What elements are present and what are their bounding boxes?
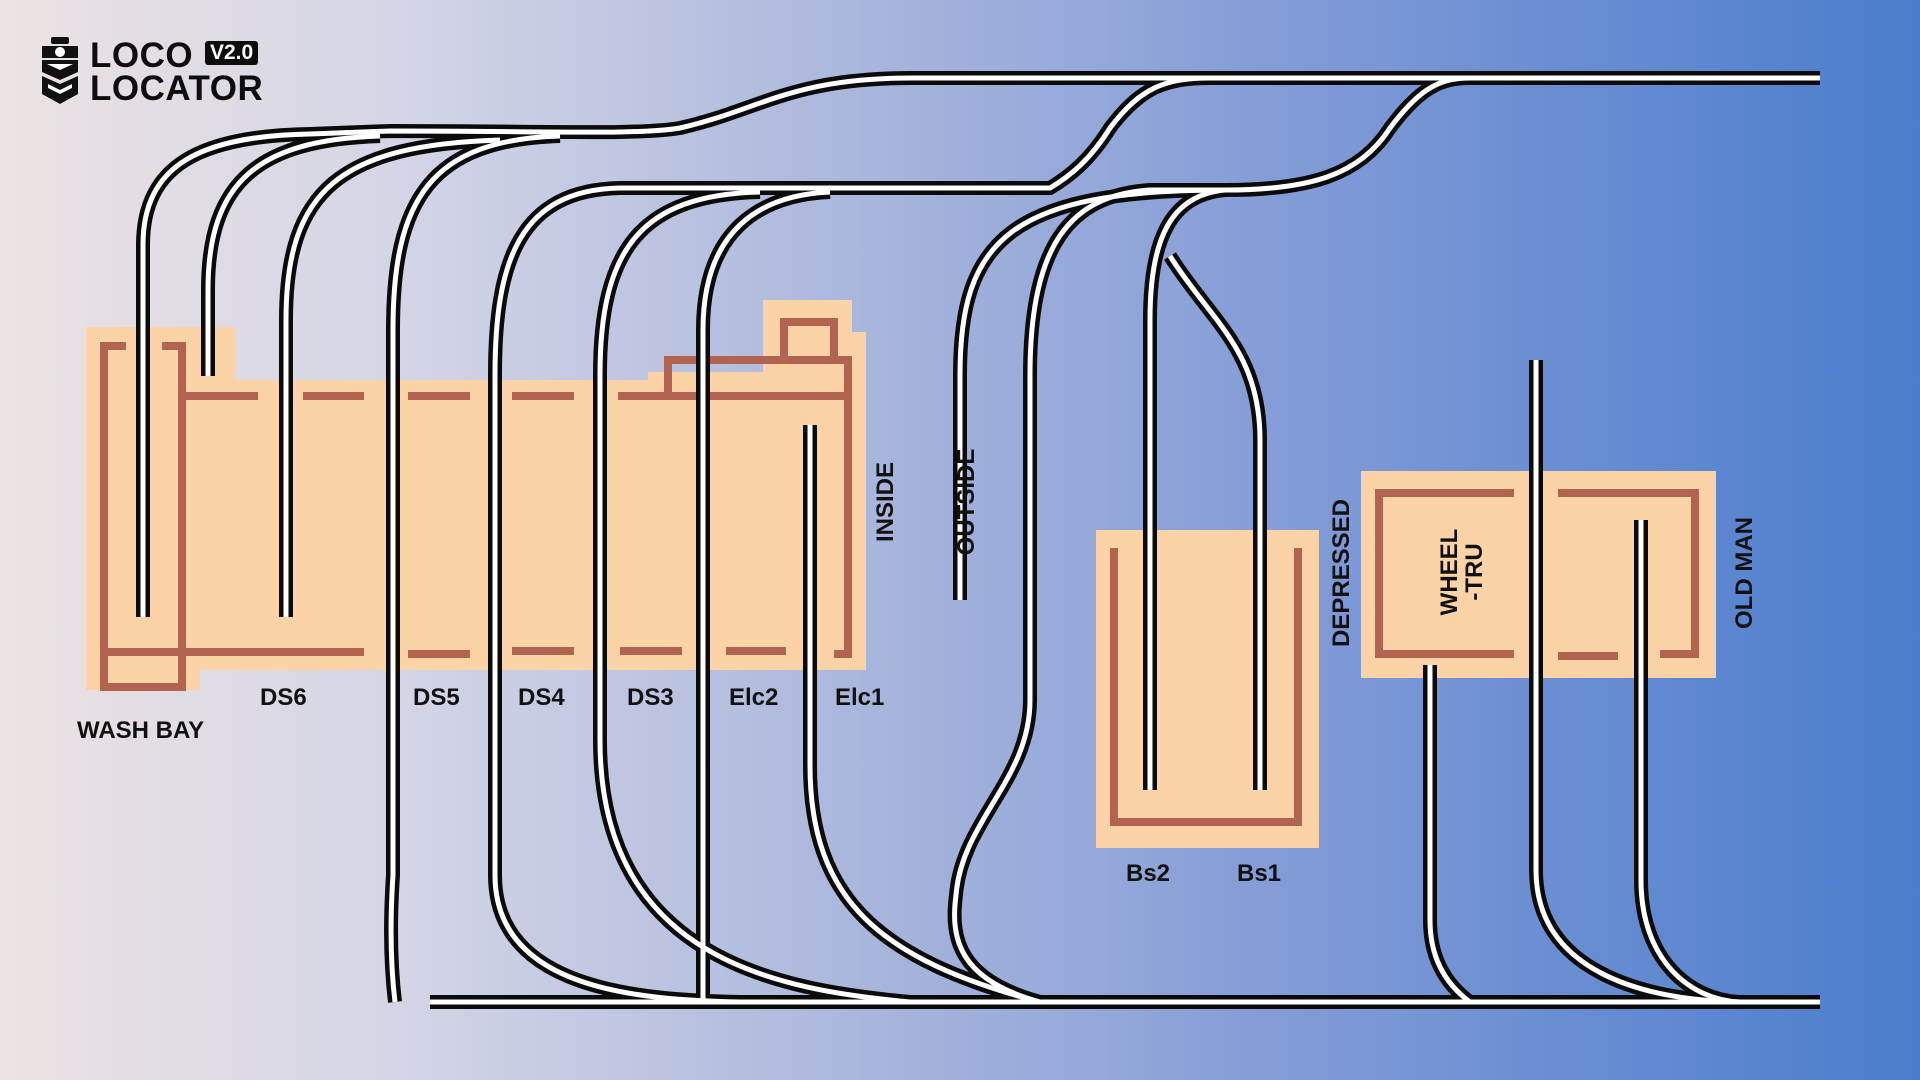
- bs1-label[interactable]: Bs1: [1237, 860, 1282, 887]
- ds5-label[interactable]: DS5: [413, 684, 460, 711]
- depressed-track-label[interactable]: DEPRESSED: [1328, 498, 1355, 648]
- bs-shed-footprint: [1096, 530, 1319, 848]
- old-man-wall: [1558, 489, 1699, 658]
- old-man-track-label[interactable]: OLD MAN: [1731, 517, 1758, 629]
- elc1-label[interactable]: Elc1: [835, 684, 885, 711]
- version-badge: V2.0: [205, 41, 259, 65]
- ds4-label[interactable]: DS4: [518, 684, 565, 711]
- elc-annex-wall: [780, 318, 838, 364]
- elc1-side-wall: [664, 356, 852, 658]
- wash-bay-wall: [100, 342, 186, 691]
- bs2-label[interactable]: Bs2: [1126, 860, 1171, 887]
- elc2-label[interactable]: Elc2: [729, 684, 779, 711]
- wheel-tru-label-line2: -TRU: [1461, 543, 1488, 601]
- ds3-label[interactable]: DS3: [627, 684, 674, 711]
- inside-track-label[interactable]: INSIDE: [872, 461, 899, 543]
- wash-bay-label[interactable]: WASH BAY: [77, 717, 205, 744]
- wheel-tru-label-line1: WHEEL: [1436, 528, 1463, 616]
- wheel-tru-wall-left: [1375, 489, 1514, 658]
- outside-track-label[interactable]: OUTSIDE: [953, 448, 980, 556]
- app-title-line1: LOCO: [90, 36, 194, 75]
- locomotive-shield-icon: [42, 37, 78, 104]
- building-walls: [100, 318, 1699, 826]
- wheel-tru-label[interactable]: WHEEL -TRU: [1436, 528, 1488, 616]
- app-title-line2: LOCATOR: [90, 69, 264, 108]
- bs-shed-wall: [1110, 548, 1302, 826]
- ds6-label[interactable]: DS6: [260, 684, 307, 711]
- app-logo: LOCO V2.0 LOCATOR: [38, 36, 278, 106]
